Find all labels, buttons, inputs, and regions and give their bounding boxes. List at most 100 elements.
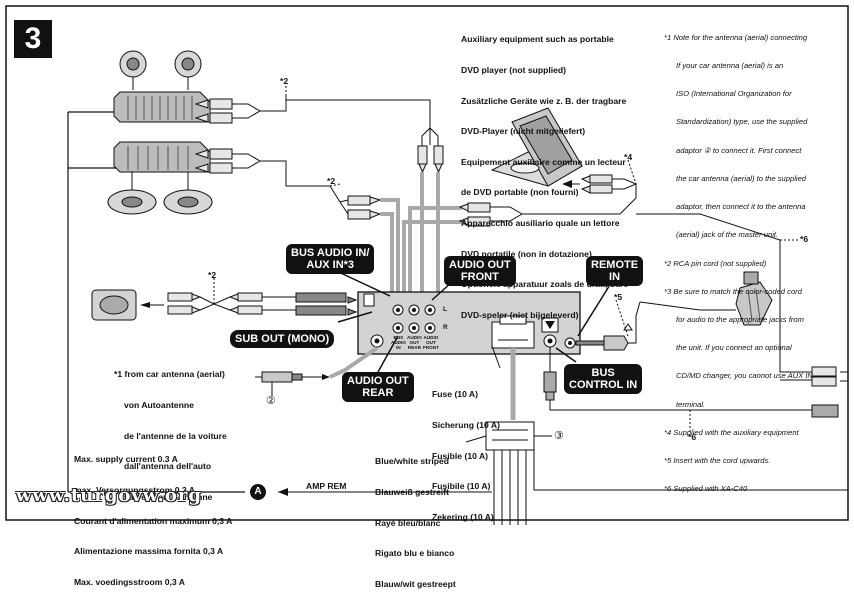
note-line: adaptor ② to connect it. First connect — [676, 145, 802, 155]
bus-cable-plug-right — [811, 404, 839, 418]
note-mark: *6 — [664, 484, 672, 494]
watermark: www.turgovw.org — [16, 485, 202, 506]
note-line: Standardization) type, use the supplied — [676, 117, 808, 127]
cord-bundles — [380, 172, 462, 300]
aux-line: de DVD portable (non fourni) — [461, 187, 579, 198]
asterisk-6-right: *6 — [800, 234, 809, 244]
max-supply-line: Max. voedingsstroom 0,3 A — [74, 576, 185, 587]
asterisk-4: *4 — [624, 152, 633, 162]
max-supply-line: Courant d'alimentation maximum 0,3 A — [74, 515, 233, 526]
rca-plugs-top-amp — [194, 98, 233, 124]
note-line: Be sure to match the color-coded cord — [673, 286, 802, 296]
note-line: Supplied with the auxiliary equipment — [673, 427, 799, 437]
asterisk-2-sub: *2 — [208, 270, 217, 280]
note-item: *1 Note for the antenna (aerial) connect… — [664, 33, 813, 42]
blue-white-line: Blauweiß gestreift — [375, 487, 450, 498]
wire-lower-amp-rca — [260, 160, 341, 203]
note-line: CD/MD changer, you cannot use AUX IN — [676, 371, 813, 381]
antenna-line: dall'antenna dell'auto — [124, 461, 212, 472]
max-supply-line: max. Versorgungsstrom 0,3 A — [74, 485, 195, 496]
wire-dvd-cord — [522, 184, 637, 215]
asterisk-2-mid: *2 — [327, 176, 336, 186]
note-line: If your car antenna (aerial) is an — [676, 61, 784, 71]
note-line: the car antenna (aerial) to the supplied — [676, 173, 807, 183]
unit-label-bus-audio-in: BUS AUDIO IN — [391, 335, 406, 350]
fuse-line: Fusible (10 A) — [432, 450, 489, 461]
amp-rem-label: AMP REM — [306, 481, 347, 491]
section-number-badge: 3 — [14, 20, 52, 58]
arrow-remote — [623, 323, 633, 331]
wire-top-amp-rca — [260, 99, 431, 145]
callout-bus-control-in: BUS CONTROL IN — [564, 364, 643, 394]
note-line: adaptor, then connect it to the antenna — [676, 202, 806, 212]
note-line: Note for the antenna (aerial) connecting — [673, 32, 808, 42]
blue-white-line: Blue/white striped — [375, 456, 450, 467]
aux-line: Apparecchio ausiliario quale un lettore — [461, 218, 620, 229]
notes-block: *1 Note for the antenna (aerial) connect… — [664, 14, 813, 503]
master-unit — [357, 291, 581, 355]
antenna-label: *1 from car antenna (aerial) von Autoant… — [114, 349, 227, 512]
note-line: terminal. — [676, 399, 706, 409]
antenna-adaptor — [255, 371, 303, 396]
speaker-top-left — [119, 50, 147, 90]
fuse-line: Sicherung (10 A) — [432, 420, 500, 431]
power-wires — [493, 450, 848, 525]
bus-control-plug — [543, 371, 557, 401]
callout-remote-in: REMOTE IN — [586, 256, 644, 286]
speaker-oval-left — [107, 172, 157, 215]
page-frame — [5, 5, 849, 521]
note-item: *5 Insert with the cord upwards. — [664, 456, 813, 465]
amplifier-top — [113, 91, 211, 123]
arrow-to-dvd — [562, 180, 572, 188]
marker-a: A — [250, 484, 266, 500]
callout-bus-audio-in: BUS AUDIO IN/ AUX IN*3 — [286, 244, 375, 274]
antenna-line: *1 from car antenna (aerial) — [114, 369, 225, 380]
note-item: *6 Supplied with XA-C40 — [664, 484, 813, 493]
max-supply-label: Max. supply current 0.3 A max. Versorgun… — [74, 434, 232, 597]
fuse-label: Fuse (10 A) Sicherung (10 A) Fusible (10… — [432, 369, 500, 532]
antenna-line: von Autoantenne — [124, 400, 194, 411]
callout-audio-out-front: AUDIO OUT FRONT — [444, 256, 516, 286]
marker-adaptor-2: ② — [266, 395, 276, 407]
note-item: *3 Be sure to match the color-coded cord — [664, 287, 813, 296]
callout-sub-out: SUB OUT (MONO) — [230, 330, 335, 348]
rca-plugs-sub — [167, 292, 263, 315]
asterisk-5: *5 — [614, 292, 623, 302]
aux-line: DVD-speler (niet bijgeleverd) — [461, 309, 579, 320]
blue-white-line: Blauw/wit gestreept — [375, 578, 456, 589]
callout-audio-out-rear: AUDIO OUT REAR — [342, 372, 414, 402]
note-line: for audio to the appropriate jacks from — [676, 315, 804, 324]
arrow-to-subwoofer — [140, 302, 150, 308]
note-mark: *2 — [664, 258, 672, 268]
note-mark: *1 — [664, 32, 672, 42]
max-supply-line: Max. supply current 0.3 A — [74, 454, 178, 465]
blue-white-label: Blue/white striped Blauweiß gestreift Ra… — [375, 436, 456, 599]
amplifier-lower — [113, 141, 211, 173]
note-mark: *5 — [664, 456, 672, 466]
aux-line: Equipement auxiliaire comme un lecteur — [461, 156, 626, 167]
aux-line: DVD-Player (nicht mitgeliefert) — [461, 126, 586, 137]
antenna-line: van een auto-antenne — [124, 491, 213, 502]
rotary-commander — [735, 271, 773, 326]
note-mark: *3 — [664, 286, 672, 296]
unit-label-audio-out-front: AUDIO OUT FRONT — [423, 335, 439, 350]
power-connector-plug — [485, 421, 552, 451]
portable-dvd-player — [490, 107, 584, 187]
asterisk-6-bottom: *6 — [688, 432, 697, 442]
fuse-line: Zekering (10 A) — [432, 511, 494, 522]
note-item: *4 Supplied with the auxiliary equipment — [664, 428, 813, 437]
fuse-line: Fuse (10 A) — [432, 389, 479, 400]
antenna-cable — [329, 346, 379, 379]
rca-plugs-front-cord — [417, 145, 444, 174]
asterisk-2-top: *2 — [280, 76, 289, 86]
subwoofer-amp — [91, 289, 137, 321]
fuse-line: Fusibile (10 A) — [432, 481, 491, 492]
note-line: Insert with the cord upwards. — [673, 456, 771, 466]
aux-line: Auxiliary equipment such as portable — [461, 34, 614, 45]
blue-white-line: Rigato blu e bianco — [375, 548, 455, 559]
sub-out-plugs — [295, 292, 358, 316]
speaker-top-right — [174, 50, 202, 90]
rca-plugs-rear-cord — [347, 195, 382, 220]
rca-plugs-right — [811, 366, 837, 387]
marker-connector-3: ③ — [554, 430, 564, 442]
